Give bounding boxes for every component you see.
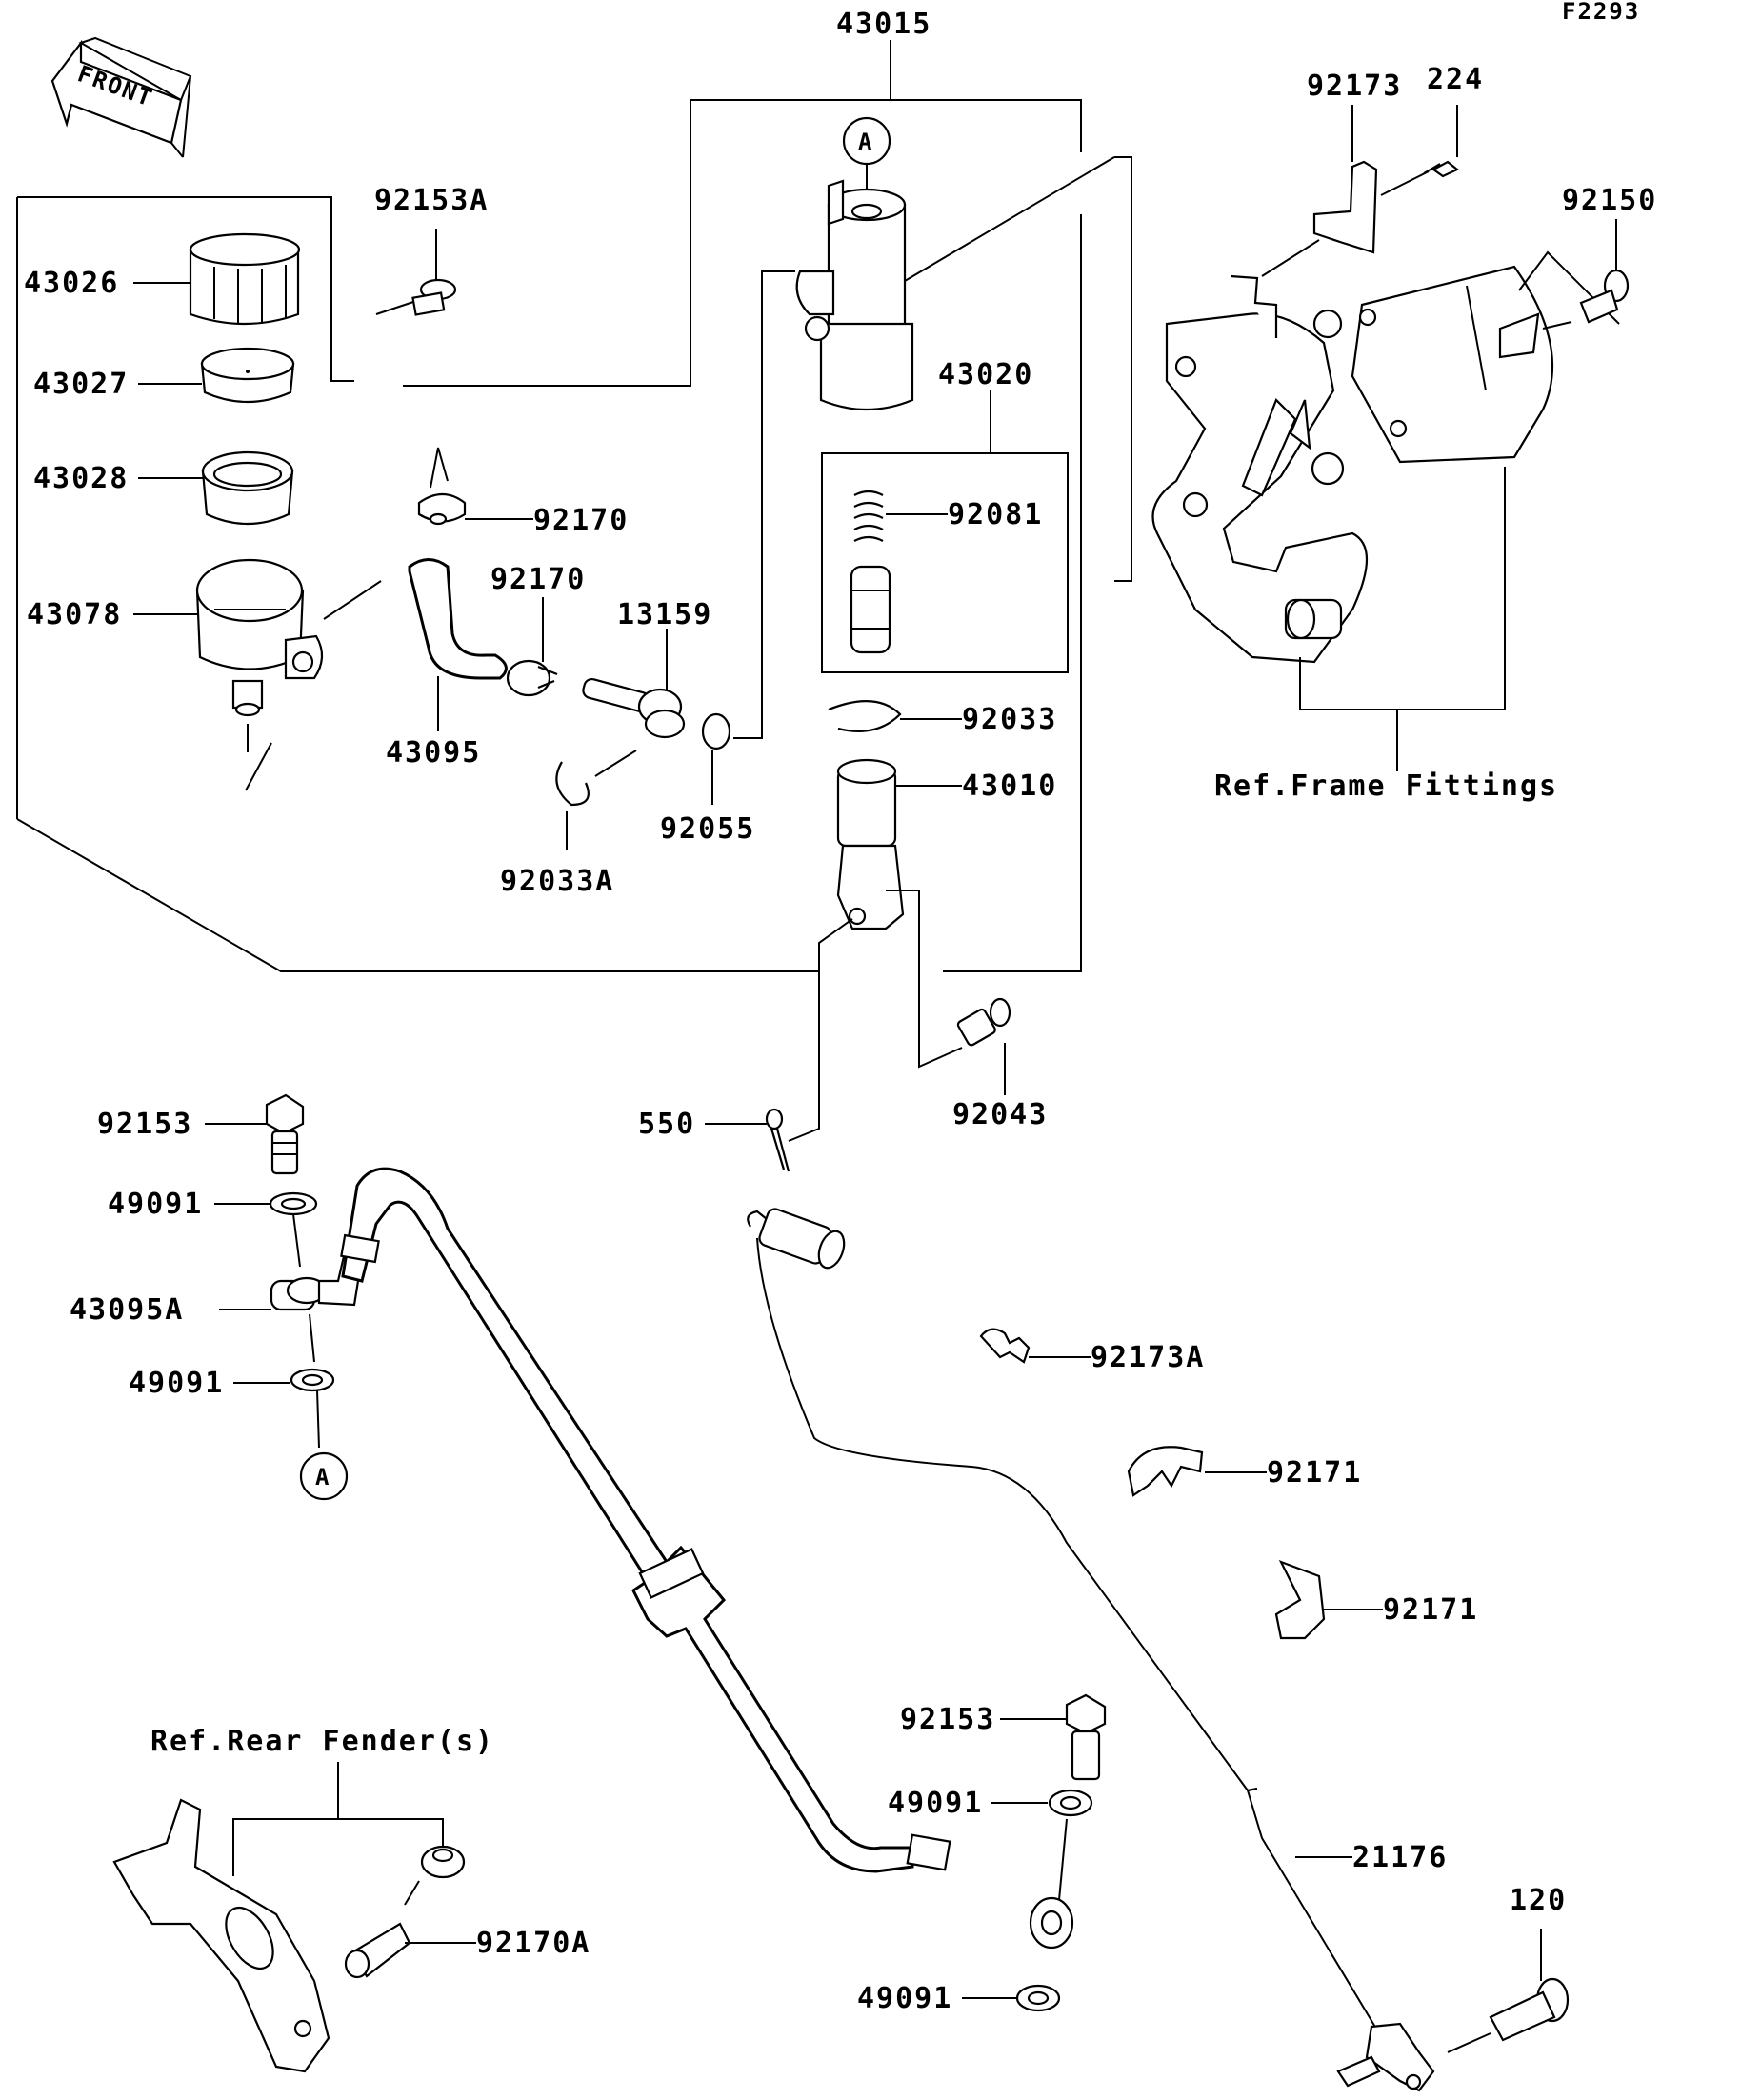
label-21176: 21176 <box>1352 1841 1448 1874</box>
oring-92055 <box>701 712 731 750</box>
label-49091-c: 49091 <box>888 1787 983 1820</box>
label-92033: 92033 <box>962 703 1057 736</box>
label-43026: 43026 <box>24 267 119 300</box>
pushrod-43010 <box>836 758 905 930</box>
diaphragm-plate-43027 <box>200 347 295 404</box>
label-43028: 43028 <box>33 462 129 495</box>
group-43015-outline <box>16 40 1082 972</box>
master-cylinder-body: A <box>733 116 1132 739</box>
clip-92171-a <box>1127 1446 1204 1497</box>
label-92153A: 92153A <box>374 184 489 217</box>
label-550: 550 <box>638 1108 695 1141</box>
banjo-43095A <box>270 1250 364 1311</box>
label-120: 120 <box>1510 1884 1567 1917</box>
circlip-92033 <box>828 700 902 732</box>
front-arrow-icon: FRONT <box>50 36 192 158</box>
label-43010: 43010 <box>962 770 1057 803</box>
svg-text:A: A <box>315 1464 330 1490</box>
rear-fender-bracket <box>112 1798 330 2073</box>
label-92171-a: 92171 <box>1267 1456 1362 1490</box>
fitting-13159 <box>582 677 686 739</box>
label-43015: 43015 <box>836 8 931 41</box>
label-92043: 92043 <box>952 1098 1048 1131</box>
label-92150: 92150 <box>1562 184 1657 217</box>
brake-hose <box>340 1167 951 1873</box>
label-92170-top: 92170 <box>533 504 629 537</box>
label-43027: 43027 <box>33 368 129 401</box>
label-13159: 13159 <box>617 598 712 631</box>
banjo-bolt-92153-upper <box>265 1093 305 1175</box>
label-49091-a: 49091 <box>108 1188 203 1221</box>
spring-92081 <box>853 490 948 542</box>
diaphragm-43028 <box>201 450 294 526</box>
pin-92043 <box>956 997 1011 1047</box>
clip-92173 <box>1312 160 1378 254</box>
piston-92081 <box>850 565 891 654</box>
heel-guard <box>1351 265 1554 464</box>
bolt-120 <box>1489 1977 1570 2042</box>
cotter-pin-550 <box>765 1108 790 1172</box>
label-92055: 92055 <box>660 812 755 846</box>
footpeg-bracket <box>1151 274 1369 664</box>
reservoir-43078 <box>195 558 324 717</box>
clip-92171-b <box>1274 1559 1326 1640</box>
hose-43095 <box>408 558 508 680</box>
label-43078: 43078 <box>27 598 122 631</box>
circle-a-bottom <box>299 1451 349 1501</box>
label-92173A: 92173A <box>1091 1341 1205 1374</box>
clamp-92170-mid <box>506 659 558 697</box>
hose-guide-92170A <box>344 1922 411 1979</box>
label-43095: 43095 <box>386 736 481 770</box>
label-92170-mid: 92170 <box>490 563 586 596</box>
screw-92153A <box>411 278 457 316</box>
label-49091-b: 49091 <box>129 1367 224 1400</box>
circlip-92033A <box>555 761 590 807</box>
screw-224 <box>1423 160 1460 178</box>
label-92081: 92081 <box>948 498 1043 531</box>
ref-frame-fittings: Ref.Frame Fittings <box>1214 770 1558 803</box>
banjo-bolt-92153-lower <box>1065 1693 1107 1781</box>
label-43095A: 43095A <box>70 1293 184 1327</box>
screw-92150 <box>1579 269 1630 324</box>
label-49091-d: 49091 <box>857 1982 952 2015</box>
switch-21176 <box>747 1208 1435 2092</box>
figure-code: F2293 <box>1562 0 1640 25</box>
label-43020: 43020 <box>938 358 1033 391</box>
label-92153-lower: 92153 <box>900 1703 995 1736</box>
clamp-92170-top <box>417 492 467 526</box>
label-92173: 92173 <box>1307 70 1402 103</box>
kit-43020-box <box>821 452 1069 673</box>
label-92153-upper: 92153 <box>97 1108 192 1141</box>
label-92033A: 92033A <box>500 865 614 898</box>
label-92170A: 92170A <box>476 1927 590 1960</box>
reservoir-cap-43026 <box>189 232 301 326</box>
grommet-rear <box>420 1845 466 1879</box>
circle-a-top: A <box>858 129 873 155</box>
label-224: 224 <box>1427 63 1484 96</box>
ref-rear-fender: Ref.Rear Fender(s) <box>150 1725 494 1758</box>
clip-92173A <box>979 1328 1031 1364</box>
label-92171-b: 92171 <box>1383 1593 1478 1627</box>
